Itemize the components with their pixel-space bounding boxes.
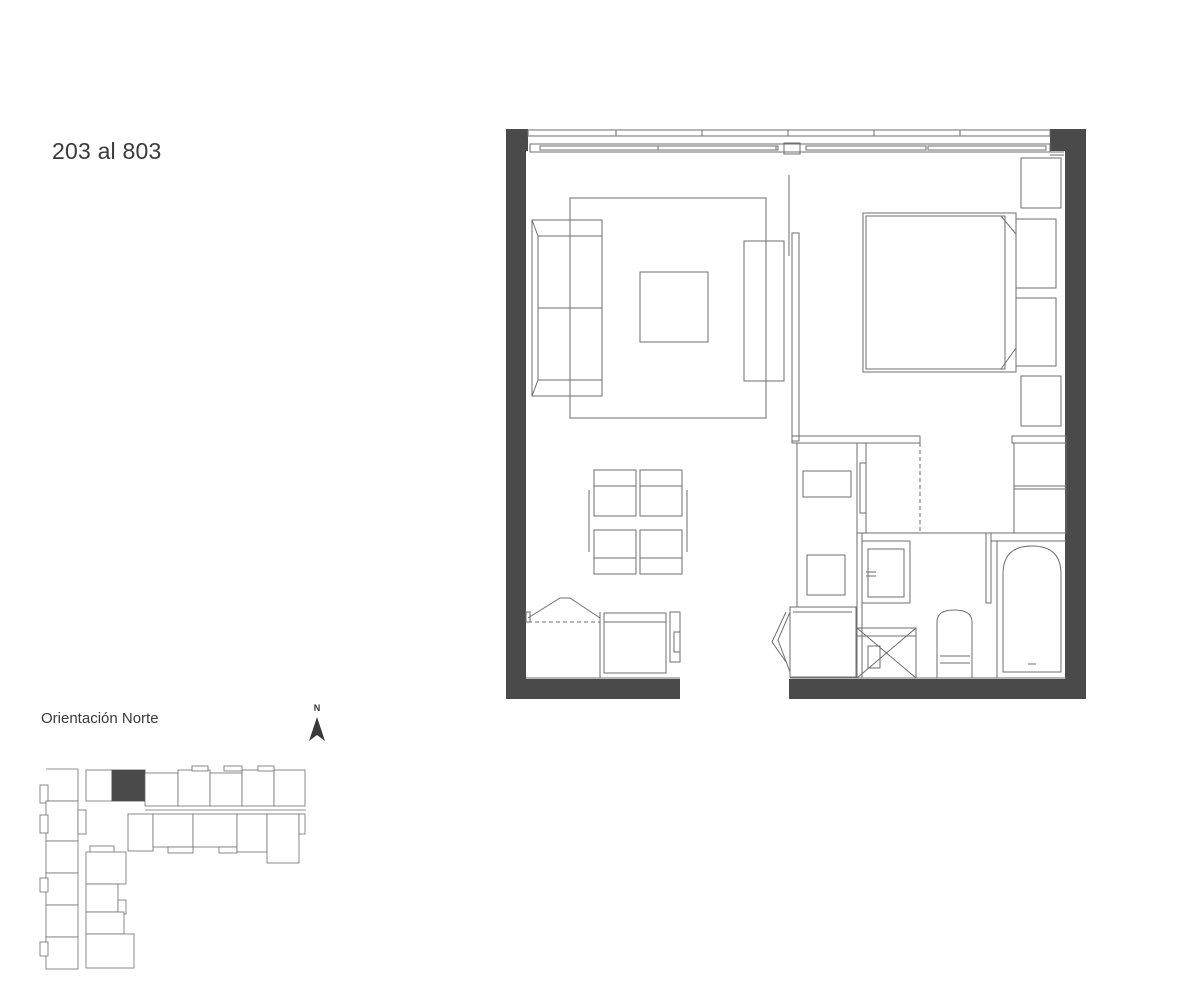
unit-title: 203 al 803 <box>52 138 162 164</box>
north-arrow-icon: N <box>304 703 330 745</box>
bathroom <box>790 442 1067 679</box>
entry-closet <box>525 597 681 679</box>
living-room <box>531 197 785 419</box>
dining-area <box>588 469 688 575</box>
compass-letter: N <box>313 703 321 713</box>
highlighted-unit <box>111 769 146 802</box>
orientation-label: Orientación Norte <box>41 710 159 727</box>
bedroom <box>862 157 1062 427</box>
window-strip <box>527 129 1064 156</box>
exterior-walls <box>506 129 1086 699</box>
